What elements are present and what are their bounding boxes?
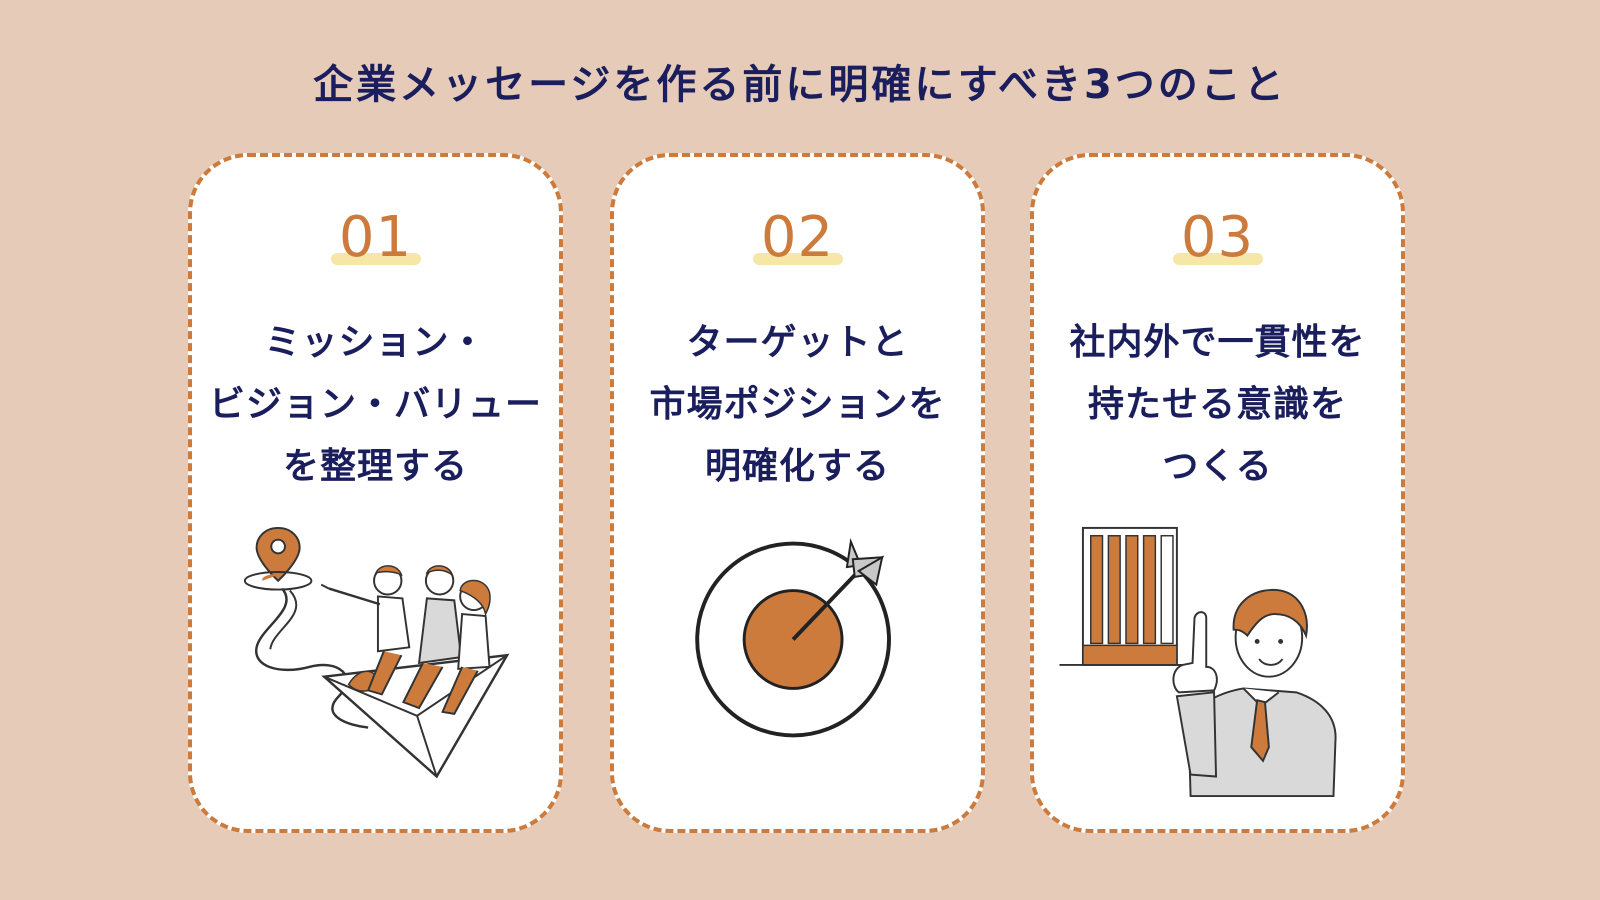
card-consistency: 03 社内外で一貫性を 持たせる意識を つくる	[1030, 153, 1405, 833]
person-pointing-icon	[320, 565, 411, 696]
card-heading-line: 社内外で一貫性を	[1069, 322, 1366, 363]
card-heading-line: ターゲットと	[686, 322, 909, 363]
card-heading-line: 明確化する	[704, 446, 890, 487]
card-heading: ミッション・ ビジョン・バリュー を整理する	[202, 312, 549, 498]
building-icon	[1059, 526, 1191, 666]
team-journey-illustration	[243, 526, 510, 779]
number-highlight	[1172, 253, 1263, 265]
card-number-wrap: 01	[192, 205, 559, 275]
number-highlight	[752, 253, 843, 265]
card-heading-line: ビジョン・バリュー	[208, 384, 542, 425]
map-pin-icon	[243, 526, 313, 591]
businessman-illustration	[1059, 526, 1337, 798]
card-mission-vision-value: 01 ミッション・ ビジョン・バリュー を整理する	[188, 153, 563, 833]
page-title: 企業メッセージを作る前に明確にすべき3つのこと	[313, 62, 1287, 108]
number-highlight	[330, 253, 421, 265]
card-number: 01	[338, 205, 413, 270]
person-woman-icon	[441, 579, 491, 715]
card-heading-line: ミッション・	[264, 322, 487, 363]
card-heading-line: 持たせる意識を	[1087, 384, 1347, 425]
arrow-icon	[791, 538, 885, 641]
card-heading-line: つくる	[1162, 446, 1273, 487]
card-number-wrap: 03	[1034, 205, 1401, 275]
card-heading-line: を整理する	[282, 446, 468, 487]
card-heading-line: 市場ポジションを	[649, 384, 946, 425]
paper-plane-icon	[321, 653, 510, 779]
card-number-wrap: 02	[614, 205, 981, 275]
card-heading: ターゲットと 市場ポジションを 明確化する	[624, 312, 971, 498]
target-arrow-illustration	[695, 538, 891, 738]
card-number: 02	[760, 205, 835, 270]
card-number: 03	[1180, 205, 1255, 270]
card-target-positioning: 02 ターゲットと 市場ポジションを 明確化する	[610, 153, 985, 833]
businessman-icon	[1172, 588, 1337, 798]
card-heading: 社内外で一貫性を 持たせる意識を つくる	[1044, 312, 1391, 498]
